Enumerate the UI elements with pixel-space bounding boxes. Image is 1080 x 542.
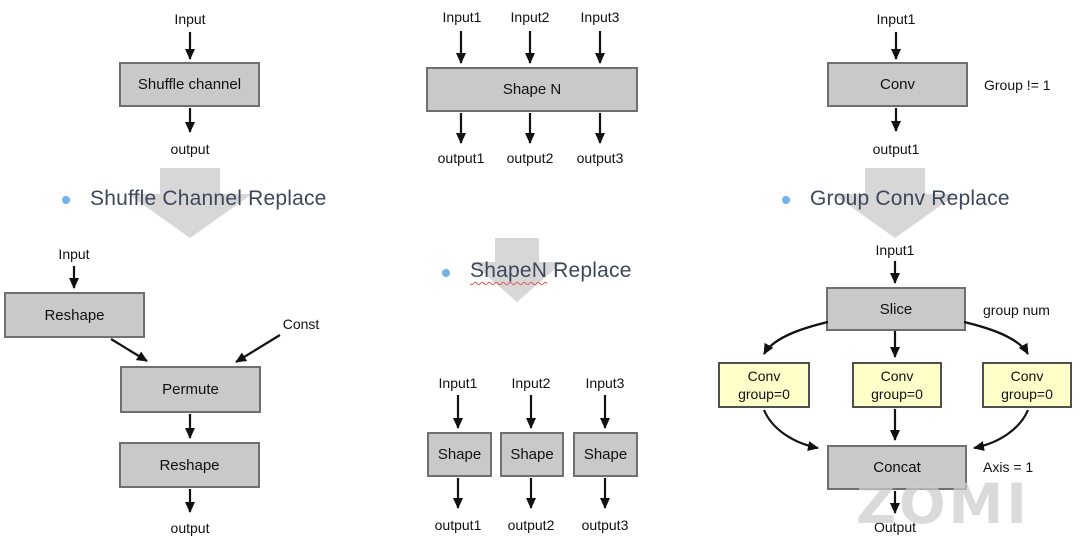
- node-shape-3: Shape: [573, 432, 638, 477]
- label-input3: Input3: [580, 9, 620, 25]
- label-output: Output: [873, 519, 917, 535]
- label-input2: Input2: [511, 375, 551, 391]
- node-permute: Permute: [120, 366, 261, 413]
- watermark: ZOMI酱: [856, 472, 1030, 536]
- annotation-group-num: group num: [983, 302, 1050, 318]
- label-output2: output2: [506, 150, 554, 166]
- node-shape-2: Shape: [500, 432, 564, 477]
- label-output3: output3: [576, 150, 624, 166]
- label-input2: Input2: [510, 9, 550, 25]
- bullet-icon: [62, 196, 70, 204]
- label-input1: Input1: [442, 9, 482, 25]
- label-output1: output1: [434, 517, 482, 533]
- heading-group-conv-replace: Group Conv Replace: [810, 187, 1010, 210]
- bullet-icon: [782, 196, 790, 204]
- node-conv-group-1: Conv group=0: [718, 362, 810, 408]
- heading-shuffle-channel-replace: Shuffle Channel Replace: [90, 187, 327, 210]
- node-conv-group-3: Conv group=0: [982, 362, 1072, 408]
- heading-shapen-rest: Replace: [547, 259, 632, 282]
- conv-label-line1: Conv: [747, 368, 781, 384]
- node-conv: Conv: [827, 62, 968, 107]
- label-input: Input: [174, 11, 206, 27]
- conv-label-line2: group=0: [871, 386, 923, 402]
- label-output1: output1: [872, 141, 920, 157]
- arrow-slice-to-conv3: [963, 320, 1029, 355]
- conv-label-line2: group=0: [1001, 386, 1053, 402]
- label-input1: Input1: [876, 11, 916, 27]
- node-shuffle-channel: Shuffle channel: [119, 62, 260, 107]
- bullet-icon: [442, 269, 450, 277]
- annotation-axis-1: Axis = 1: [983, 459, 1034, 475]
- label-input3: Input3: [585, 375, 625, 391]
- arrow-reshape1-to-permute: [110, 338, 148, 362]
- annotation-group-not-1: Group != 1: [984, 77, 1051, 93]
- label-input1: Input1: [875, 242, 915, 258]
- node-concat: Concat: [827, 445, 967, 490]
- heading-shapen-word: ShapeN: [470, 259, 548, 282]
- arrow-conv1-to-concat: [762, 409, 819, 451]
- label-output2: output2: [507, 517, 555, 533]
- label-input: Input: [58, 246, 90, 262]
- conv-label-line1: Conv: [880, 368, 914, 384]
- node-conv-group-2: Conv group=0: [852, 362, 942, 408]
- conv-label-line1: Conv: [1010, 368, 1044, 384]
- conv-label-line2: group=0: [738, 386, 790, 402]
- arrow-conv3-to-concat: [973, 409, 1030, 451]
- node-reshape-2: Reshape: [119, 442, 260, 488]
- arrow-const-to-permute: [235, 334, 281, 363]
- label-const: Const: [282, 316, 320, 332]
- label-output: output: [170, 520, 210, 536]
- heading-shapen-replace: ShapeN Replace: [470, 259, 632, 283]
- arrow-slice-to-conv1: [763, 320, 829, 355]
- node-slice: Slice: [826, 287, 966, 331]
- node-shape-1: Shape: [427, 432, 492, 477]
- node-shape-n: Shape N: [426, 67, 638, 112]
- label-input1: Input1: [438, 375, 478, 391]
- label-output: output: [170, 141, 210, 157]
- label-output3: output3: [581, 517, 629, 533]
- node-reshape-1: Reshape: [4, 292, 145, 338]
- label-output1: output1: [437, 150, 485, 166]
